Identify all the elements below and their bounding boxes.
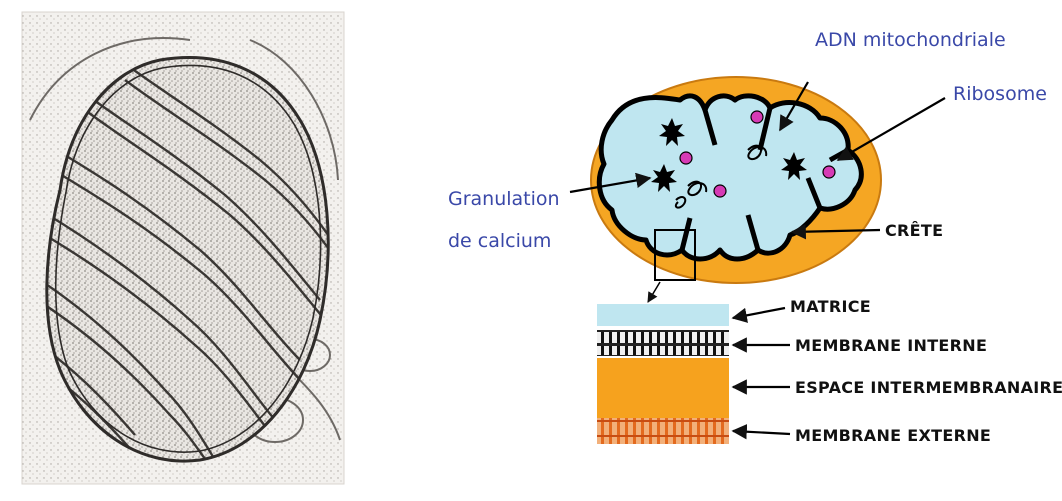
espace-layer <box>597 358 729 418</box>
label-granulation-2: de calcium <box>448 230 551 252</box>
label-ribosome: Ribosome <box>953 83 1047 105</box>
matrice-layer <box>597 304 729 326</box>
label-membrane-interne: MEMBRANE INTERNE <box>795 336 987 355</box>
label-membrane-externe: MEMBRANE EXTERNE <box>795 426 991 445</box>
label-crete: CRÊTE <box>885 221 943 240</box>
label-granulation-1: Granulation <box>448 188 560 210</box>
label-matrice: MATRICE <box>790 297 871 316</box>
membrane-interne-layer <box>597 330 729 356</box>
label-adn: ADN mitochondriale <box>815 29 1006 51</box>
label-espace: ESPACE INTERMEMBRANAIRE <box>795 378 1062 397</box>
electron-micrograph <box>22 12 344 484</box>
membrane-externe-layer <box>597 418 729 444</box>
mitochondrion-schematic <box>570 77 945 302</box>
membrane-cross-section <box>597 304 790 444</box>
